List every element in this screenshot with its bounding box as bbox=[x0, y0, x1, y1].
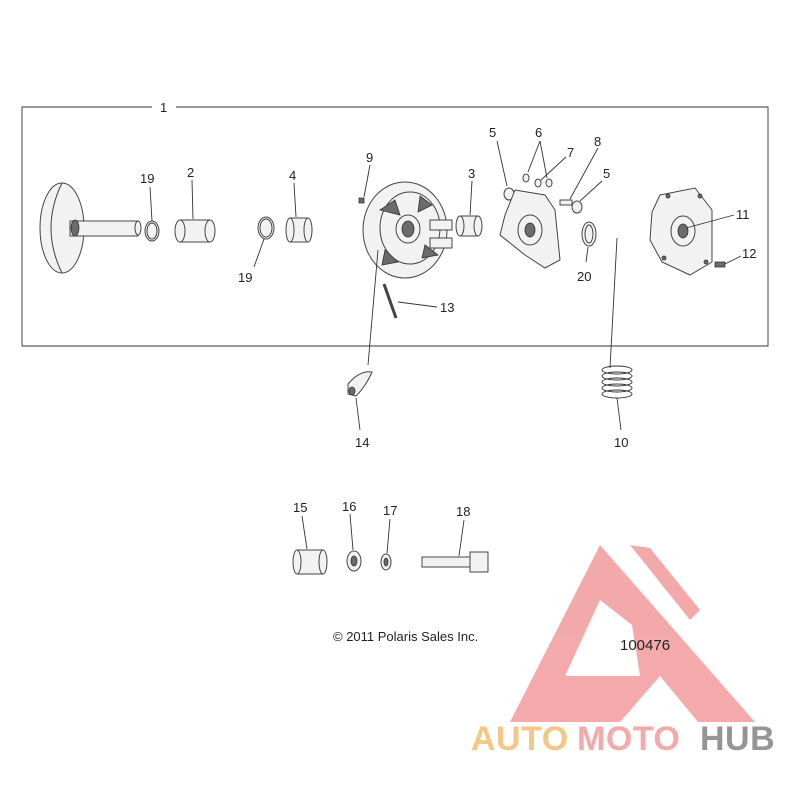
cover-part-11 bbox=[649, 187, 713, 276]
screw-part-9 bbox=[358, 197, 365, 204]
copyright-text: © 2011 Polaris Sales Inc. bbox=[333, 629, 478, 644]
callout-5b: 5 bbox=[603, 166, 610, 181]
bushing-part-4 bbox=[285, 217, 313, 243]
roller-part-5b bbox=[571, 200, 583, 214]
callout-12: 12 bbox=[742, 246, 756, 261]
watermark-hub: HUB bbox=[700, 720, 775, 758]
housing-part bbox=[362, 181, 453, 279]
callout-19a: 19 bbox=[140, 171, 154, 186]
callout-9: 9 bbox=[366, 150, 373, 165]
callout-20: 20 bbox=[577, 269, 591, 284]
spring-part-10 bbox=[601, 365, 633, 399]
watermark-wordmark: AUTO MOTO HUB bbox=[471, 720, 775, 758]
pin-part-8 bbox=[559, 199, 573, 206]
callout-15: 15 bbox=[293, 500, 307, 515]
callout-1: 1 bbox=[160, 100, 167, 115]
callout-14: 14 bbox=[355, 435, 369, 450]
washer-part-16 bbox=[346, 550, 362, 572]
callout-19b: 19 bbox=[238, 270, 252, 285]
washer-part-17 bbox=[380, 553, 392, 571]
callout-7: 7 bbox=[567, 145, 574, 160]
bolt-part-18 bbox=[421, 551, 489, 573]
ring-part-19a bbox=[144, 220, 160, 242]
callout-4: 4 bbox=[289, 168, 296, 183]
watermark-moto: MOTO bbox=[577, 720, 680, 758]
bushing-part-15 bbox=[292, 549, 328, 575]
callout-6: 6 bbox=[535, 125, 542, 140]
callout-10: 10 bbox=[614, 435, 628, 450]
figure-number: 100476 bbox=[620, 637, 670, 654]
watermark-triangle bbox=[510, 545, 755, 722]
callout-3: 3 bbox=[468, 166, 475, 181]
pin-part-13 bbox=[382, 283, 398, 319]
callout-8: 8 bbox=[594, 134, 601, 149]
callout-11: 11 bbox=[736, 207, 750, 222]
watermark-auto: AUTO bbox=[471, 720, 569, 758]
bolt-part-12 bbox=[714, 261, 726, 268]
spider-part bbox=[499, 189, 561, 269]
ring-part-20 bbox=[581, 221, 597, 247]
callout-17: 17 bbox=[383, 503, 397, 518]
callout-13: 13 bbox=[440, 300, 454, 315]
washer-part-6 bbox=[522, 173, 553, 188]
assembly-box: 1 bbox=[21, 100, 769, 347]
callout-2: 2 bbox=[187, 165, 194, 180]
bushing-part-2 bbox=[174, 219, 216, 243]
bushing-part-3 bbox=[455, 215, 483, 237]
weight-part-14 bbox=[347, 371, 373, 397]
sheave-part bbox=[39, 182, 142, 274]
watermark-logo bbox=[510, 545, 755, 722]
ring-part-19b bbox=[257, 216, 275, 240]
callout-18: 18 bbox=[456, 504, 470, 519]
callout-5a: 5 bbox=[489, 125, 496, 140]
callout-16: 16 bbox=[342, 499, 356, 514]
